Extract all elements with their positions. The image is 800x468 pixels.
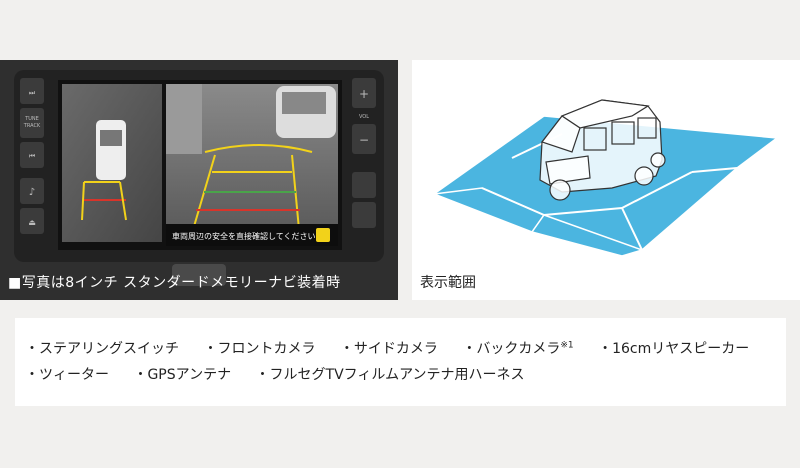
screen-warning-text: 車両周辺の安全を直接確認してください	[172, 231, 316, 241]
feature-item: ・ツィーター	[25, 367, 109, 383]
feature-item: ・ステアリングスイッチ	[25, 341, 179, 357]
feature-item: ・バックカメラ	[462, 341, 561, 357]
svg-text:TRACK: TRACK	[23, 123, 41, 129]
feature-item: ・16cmリヤスピーカー	[598, 341, 750, 357]
navi-unit-illustration: TUNE TRACK ♪ ⏏ ⏭ ⏮ + VOL −	[0, 60, 398, 300]
svg-text:⏮: ⏮	[29, 152, 35, 160]
camera-mode-icon	[316, 228, 330, 242]
svg-text:♪: ♪	[29, 187, 35, 198]
svg-text:VOL: VOL	[359, 114, 369, 120]
feature-item: ・GPSアンテナ	[133, 367, 232, 383]
svg-text:⏭: ⏭	[29, 89, 36, 97]
feature-list: ・ステアリングスイッチ ・フロントカメラ ・サイドカメラ ・バックカメラ※1 ・…	[15, 318, 786, 406]
note-mark: ※1	[560, 340, 574, 351]
car-outline-icon	[539, 99, 666, 201]
feature-line-1: ・ステアリングスイッチ ・フロントカメラ ・サイドカメラ ・バックカメラ※1 ・…	[25, 338, 769, 358]
feature-item: ・サイドカメラ	[339, 341, 438, 357]
feature-line-2: ・ツィーター ・GPSアンテナ ・フルセグTVフィルムアンテナ用ハーネス	[25, 364, 545, 384]
right-button-column: + VOL −	[352, 78, 376, 228]
navi-photo: TUNE TRACK ♪ ⏏ ⏭ ⏮ + VOL −	[0, 60, 398, 300]
car-topview-icon	[96, 120, 126, 180]
left-button-column: TUNE TRACK ♪ ⏏ ⏭ ⏮	[20, 78, 44, 234]
display-range-caption: 表示範囲	[420, 275, 476, 291]
svg-text:−: −	[359, 133, 369, 147]
feature-item: ・フロントカメラ	[203, 341, 316, 357]
photo-caption: ■写真は8インチ スタンダードメモリーナビ装着時	[8, 275, 341, 291]
svg-text:+: +	[359, 87, 369, 101]
svg-text:TUNE: TUNE	[24, 116, 39, 122]
feature-item-with-note: ・バックカメラ※1	[462, 340, 574, 357]
display-range-illustration: 表示範囲	[412, 60, 800, 300]
range-diagram	[432, 99, 780, 257]
svg-text:⏏: ⏏	[28, 218, 36, 227]
feature-item: ・フルセグTVフィルムアンテナ用ハーネス	[255, 367, 525, 383]
